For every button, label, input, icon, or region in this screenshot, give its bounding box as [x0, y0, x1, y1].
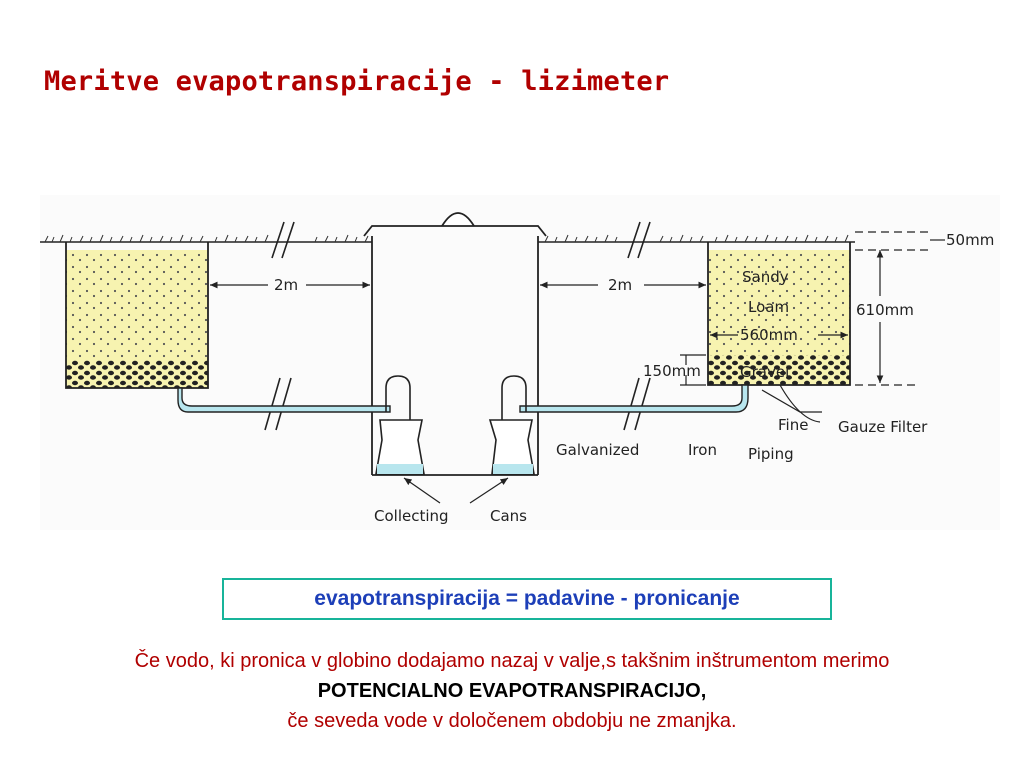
label-gauze-filter: Gauze Filter [838, 418, 928, 436]
label-galvanized: Galvanized [556, 441, 639, 459]
page-title: Meritve evapotranspiracije - lizimeter [44, 66, 670, 97]
label-gravel: Gravel [740, 363, 789, 381]
collecting-cans [375, 419, 535, 475]
label-width: 560mm [740, 326, 798, 344]
note-line-2: POTENCIALNO EVAPOTRANSPIRACIJO, [317, 680, 707, 702]
right-lysimeter [707, 242, 851, 386]
left-lysimeter [65, 242, 209, 389]
label-dist-right: 2m [608, 276, 632, 294]
label-fine: Fine [778, 416, 808, 434]
label-sandy: Sandy [742, 268, 789, 286]
access-chamber [363, 212, 547, 476]
label-depth-total: 610mm [856, 301, 914, 319]
note-line-1: Če vodo, ki pronica v globino dodajamo n… [134, 650, 890, 672]
label-dist-left: 2m [274, 276, 298, 294]
label-collecting: Collecting [374, 507, 449, 525]
label-piping: Piping [748, 445, 794, 463]
drain-pipes [177, 375, 749, 420]
label-iron: Iron [688, 441, 717, 459]
break-marks [264, 221, 651, 431]
grass [44, 234, 849, 243]
note-line-3: če seveda vode v določenem obdobju ne zm… [287, 710, 737, 732]
lysimeter-diagram: 2m 2m 50mm 610mm 560mm 150mm Sandy Loam … [40, 212, 995, 525]
label-depth-top: 50mm [946, 231, 994, 249]
dimension-lines [210, 231, 945, 504]
label-gravel-depth: 150mm [643, 362, 701, 380]
formula-box: evapotranspiracija = padavine - pronican… [222, 578, 832, 620]
label-cans: Cans [490, 507, 527, 525]
label-loam: Loam [748, 298, 789, 316]
